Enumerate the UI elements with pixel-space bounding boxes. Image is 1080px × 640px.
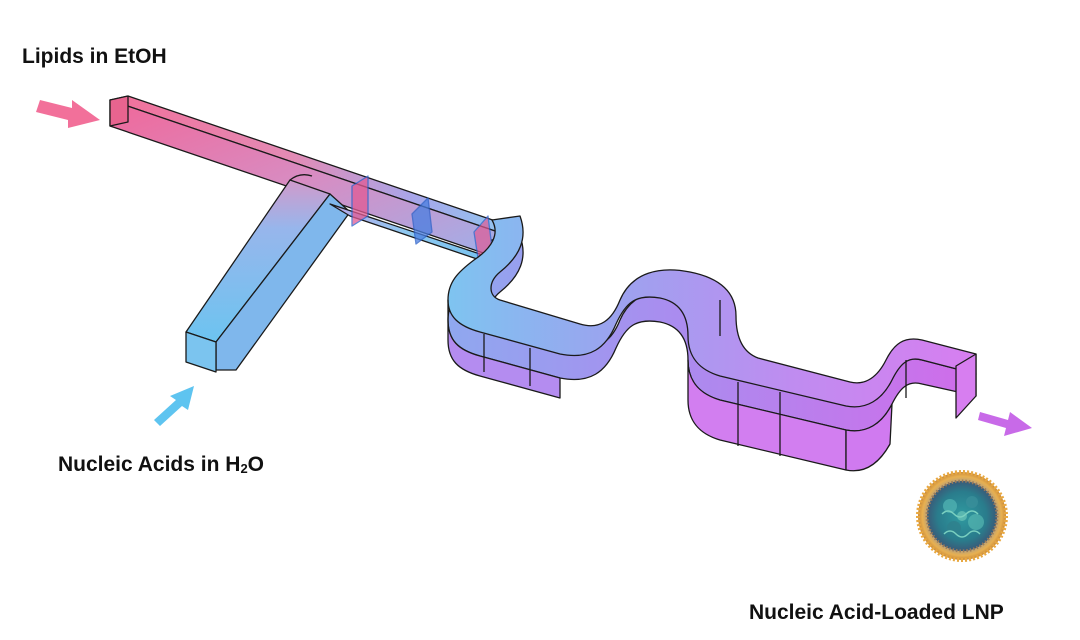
aqueous-channel <box>185 174 351 373</box>
nucleic-inlet-suffix: O <box>247 453 265 476</box>
arrow-right-icon <box>978 412 1032 436</box>
lipid-nanoparticle-icon <box>916 470 1008 562</box>
arrow-right-icon <box>36 100 100 128</box>
lipid-inlet-label: Lipids in EtOH <box>22 45 167 68</box>
nucleic-acid-inlet-label: Nucleic Acids in H2O <box>58 454 264 475</box>
nucleic-inlet-subscript: 2 <box>240 461 248 476</box>
serpentine-mixer <box>447 215 977 472</box>
aqueous-inlet-arrow <box>154 386 194 426</box>
nucleic-inlet-prefix: Nucleic Acids in H <box>58 453 241 476</box>
arrow-up-icon <box>154 386 194 426</box>
lipid-channel <box>109 95 517 259</box>
outlet-label: Nucleic Acid-Loaded LNP <box>749 601 1004 624</box>
lipid-inlet-arrow <box>36 100 100 128</box>
junction-channel <box>329 175 493 261</box>
outlet-arrow <box>978 412 1032 436</box>
